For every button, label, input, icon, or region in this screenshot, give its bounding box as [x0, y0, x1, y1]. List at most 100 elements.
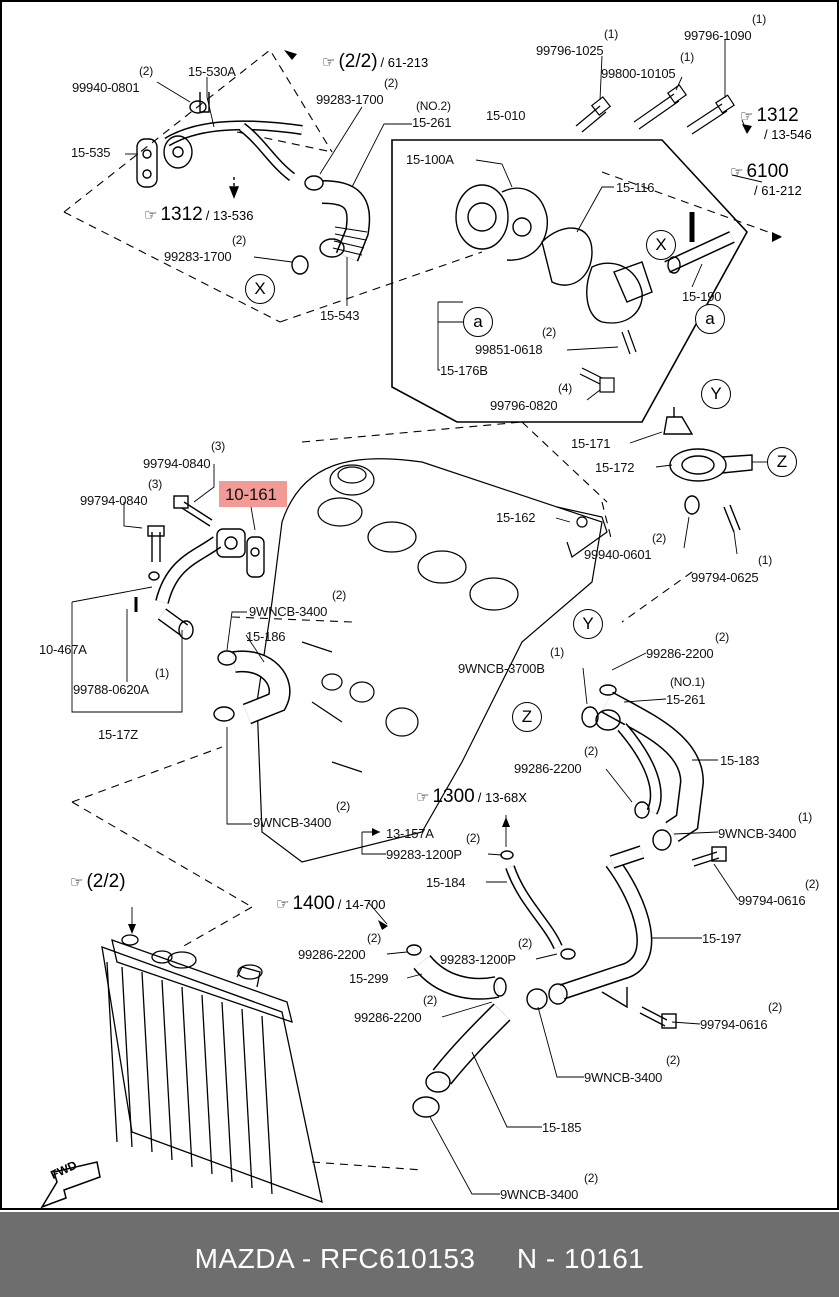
- highlighted-part-label[interactable]: 10-161: [225, 485, 277, 504]
- part-number-label[interactable]: 15-183: [720, 753, 760, 768]
- part-number-label[interactable]: 99796-0820: [490, 398, 558, 413]
- page-reference[interactable]: ☞1312/ 13-546: [740, 106, 812, 141]
- part-number-label[interactable]: 99286-2200: [354, 1010, 422, 1025]
- part-quantity: (1): [550, 645, 565, 659]
- part-quantity: (3): [148, 477, 163, 491]
- connection-marker-a: a: [463, 307, 493, 337]
- part-number-label[interactable]: 99283-1700: [164, 249, 232, 264]
- part-number-label[interactable]: 99796-1090: [684, 28, 752, 43]
- part-number-label[interactable]: 9WNCB-3400: [249, 604, 328, 619]
- part-number-label[interactable]: 15-162: [496, 510, 536, 525]
- part-number-label[interactable]: 99788-0620A: [73, 682, 149, 697]
- pointing-hand-icon: ☞: [322, 54, 336, 71]
- page-reference[interactable]: ☞1400/ 14-700: [276, 894, 385, 913]
- connection-marker-y: Y: [701, 379, 731, 409]
- part-quantity: (2): [542, 325, 557, 339]
- part-number-label[interactable]: 15-100A: [406, 152, 454, 167]
- reference-group-number: 1400: [292, 893, 335, 914]
- footer-bar: [0, 1212, 839, 1297]
- part-number-label[interactable]: 15-261: [666, 692, 706, 707]
- part-quantity: (2): [584, 1171, 599, 1185]
- part-number-label[interactable]: 99283-1700: [316, 92, 384, 107]
- page-reference[interactable]: ☞6100/ 61-212: [730, 162, 802, 197]
- part-number-label[interactable]: 9WNCB-3700B: [458, 661, 545, 676]
- part-number-label[interactable]: 9WNCB-3400: [500, 1187, 579, 1202]
- part-number-label[interactable]: 15-530A: [188, 64, 236, 79]
- part-number-label[interactable]: 15-176B: [440, 363, 488, 378]
- part-number-label[interactable]: 15-184: [426, 875, 466, 890]
- part-number-label[interactable]: 99283-1200P: [386, 847, 462, 862]
- part-number-label[interactable]: 99794-0625: [691, 570, 759, 585]
- part-number-label[interactable]: 9WNCB-3400: [253, 815, 332, 830]
- reference-group-number: 1312: [756, 105, 799, 126]
- part-number-label[interactable]: 15-535: [71, 145, 111, 160]
- part-number-label[interactable]: 99940-0801: [72, 80, 140, 95]
- reference-group-number: (2/2): [338, 51, 378, 72]
- part-quantity: (2): [652, 531, 667, 545]
- part-number-label[interactable]: 99794-0616: [700, 1017, 768, 1032]
- part-number-label[interactable]: 15-190: [682, 289, 722, 304]
- pointing-hand-icon: ☞: [144, 207, 158, 224]
- part-quantity: (2): [336, 799, 351, 813]
- highlighted-part-box[interactable]: [219, 481, 287, 507]
- part-quantity: (2): [768, 1000, 783, 1014]
- reference-page: / 61-213: [380, 55, 429, 70]
- part-number-label[interactable]: 99286-2200: [298, 947, 366, 962]
- parts-diagram: (2) 99940-0801 15-530A (2) 99283-1700 (NO.2) 1…: [0, 0, 839, 1210]
- part-number-label[interactable]: 15-172: [595, 460, 635, 475]
- part-quantity: (2): [423, 993, 438, 1007]
- connection-marker-z: Z: [512, 702, 542, 732]
- part-number-label[interactable]: 99286-2200: [646, 646, 714, 661]
- reference-group-number: 1300: [432, 786, 475, 807]
- reference-page: / 13-68X: [477, 790, 527, 805]
- part-quantity: (3): [211, 439, 226, 453]
- part-number-label[interactable]: 99851-0618: [475, 342, 543, 357]
- part-number-label[interactable]: 15-010: [486, 108, 526, 123]
- page-reference[interactable]: ☞(2/2): [70, 872, 126, 891]
- connection-marker-x: X: [245, 274, 275, 304]
- part-quantity: (1): [604, 27, 619, 41]
- connection-marker-x: X: [646, 230, 676, 260]
- part-number-label[interactable]: 9WNCB-3400: [584, 1070, 663, 1085]
- page-reference[interactable]: ☞1312/ 13-536: [144, 205, 253, 224]
- part-number-label[interactable]: 99794-0840: [80, 493, 148, 508]
- reference-group-number: 1312: [160, 204, 203, 225]
- connection-marker-a: a: [695, 304, 725, 334]
- part-quantity: (2): [466, 831, 481, 845]
- part-number-label[interactable]: 99794-0616: [738, 893, 806, 908]
- part-number-label[interactable]: 15-116: [616, 180, 655, 195]
- part-number-label[interactable]: 9WNCB-3400: [718, 826, 797, 841]
- part-quantity: (2): [518, 936, 533, 950]
- reference-group-number: 6100: [746, 161, 789, 182]
- part-quantity: (1): [758, 553, 773, 567]
- part-number-label[interactable]: 15-186: [246, 629, 286, 644]
- part-number-label[interactable]: 10-467A: [39, 642, 87, 657]
- pointing-hand-icon: ☞: [416, 789, 430, 806]
- diagram-artwork: [40, 40, 783, 1208]
- connection-marker-y: Y: [573, 609, 603, 639]
- reference-page: / 61-212: [754, 183, 802, 198]
- part-number-label[interactable]: 13-157A: [386, 826, 434, 841]
- part-quantity: (NO.2): [416, 99, 451, 113]
- part-number-label[interactable]: 99283-1200P: [440, 952, 516, 967]
- part-number-label[interactable]: 15-17Z: [98, 727, 138, 742]
- part-number-label[interactable]: 99800-10105: [601, 66, 676, 81]
- reference-page: / 13-546: [764, 127, 812, 142]
- part-number-label[interactable]: 99796-1025: [536, 43, 604, 58]
- pointing-hand-icon: ☞: [276, 896, 290, 913]
- part-number-label[interactable]: 15-185: [542, 1120, 582, 1135]
- part-number-label[interactable]: 99940-0601: [584, 547, 652, 562]
- part-quantity: (2): [139, 64, 154, 78]
- part-number-label[interactable]: 99286-2200: [514, 761, 582, 776]
- part-number-label[interactable]: 15-299: [349, 971, 389, 986]
- part-number-label[interactable]: 15-543: [320, 308, 360, 323]
- page-reference[interactable]: ☞(2/2)/ 61-213: [322, 52, 428, 71]
- part-number-label[interactable]: 15-197: [702, 931, 742, 946]
- part-number-label[interactable]: 15-171: [571, 436, 611, 451]
- reference-page: / 14-700: [337, 897, 386, 912]
- pointing-hand-icon: ☞: [740, 108, 754, 125]
- part-number-label[interactable]: 15-261: [412, 115, 452, 130]
- part-number-label[interactable]: 99794-0840: [143, 456, 211, 471]
- page-reference[interactable]: ☞1300/ 13-68X: [416, 787, 527, 806]
- connection-marker-z: Z: [767, 447, 797, 477]
